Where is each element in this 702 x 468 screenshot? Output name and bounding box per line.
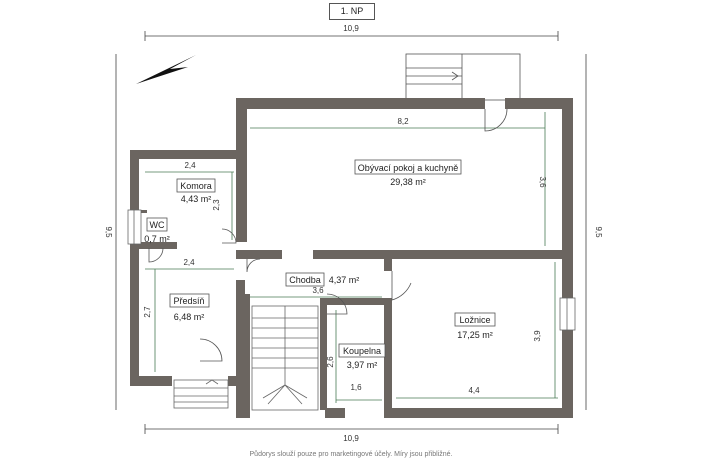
room-name-living: Obývací pokoj a kuchyně [358,163,459,173]
overall-height-left-label: 9,5 [104,226,113,238]
room-area-wc: 0,7 m² [144,234,170,244]
doors [148,108,508,362]
overall-dimension-top [144,31,559,41]
dim-pantry-width: 2,4 [184,161,196,170]
dim-pantry-height: 2,3 [212,199,221,211]
room-area-pantry: 4,43 m² [181,194,212,204]
dim-living-height: 3,6 [538,176,547,188]
dim-bedroom-width: 4,4 [468,386,480,395]
overall-dimension-bottom [144,424,559,434]
room-area-bedroom: 17,25 m² [457,330,493,340]
overall-width-bottom-label: 10,9 [343,434,359,443]
room-name-bedroom: Ložnice [459,315,490,325]
room-area-bathroom: 3,97 m² [347,360,378,370]
north-arrow-icon [136,55,196,84]
overall-width-top-label: 10,9 [343,24,359,33]
walls [130,98,573,418]
exterior-stairs-top [405,53,521,101]
dim-bedroom-height: 3,9 [533,330,542,342]
disclaimer-text: Půdorys slouží pouze pro marketingové úč… [249,451,453,458]
dim-entry-width: 2,4 [183,258,195,267]
inner-dimension-lines [145,112,558,403]
room-area-hall: 4,37 m² [329,275,360,285]
dim-living-width: 8,2 [397,117,409,126]
windows [127,209,576,331]
interior-staircase [251,305,319,411]
room-name-pantry: Komora [180,181,212,191]
overall-height-right-label: 9,5 [594,226,603,238]
room-area-entry: 6,48 m² [174,312,205,322]
dim-entry-height: 2,7 [143,306,152,318]
room-area-living: 29,38 m² [390,177,426,187]
room-label-boxes [146,159,496,358]
room-name-hall: Chodba [289,275,321,285]
floor-label: 1. NP [329,3,375,20]
exterior-stairs-bottom [173,379,229,409]
room-name-entry: Předsíň [173,296,204,306]
dim-hall-width: 3,6 [312,286,324,295]
dim-bathroom-width: 1,6 [350,383,362,392]
dim-bathroom-height: 2,6 [326,356,335,368]
room-name-wc: WC [150,220,165,230]
room-name-bathroom: Koupelna [343,346,381,356]
